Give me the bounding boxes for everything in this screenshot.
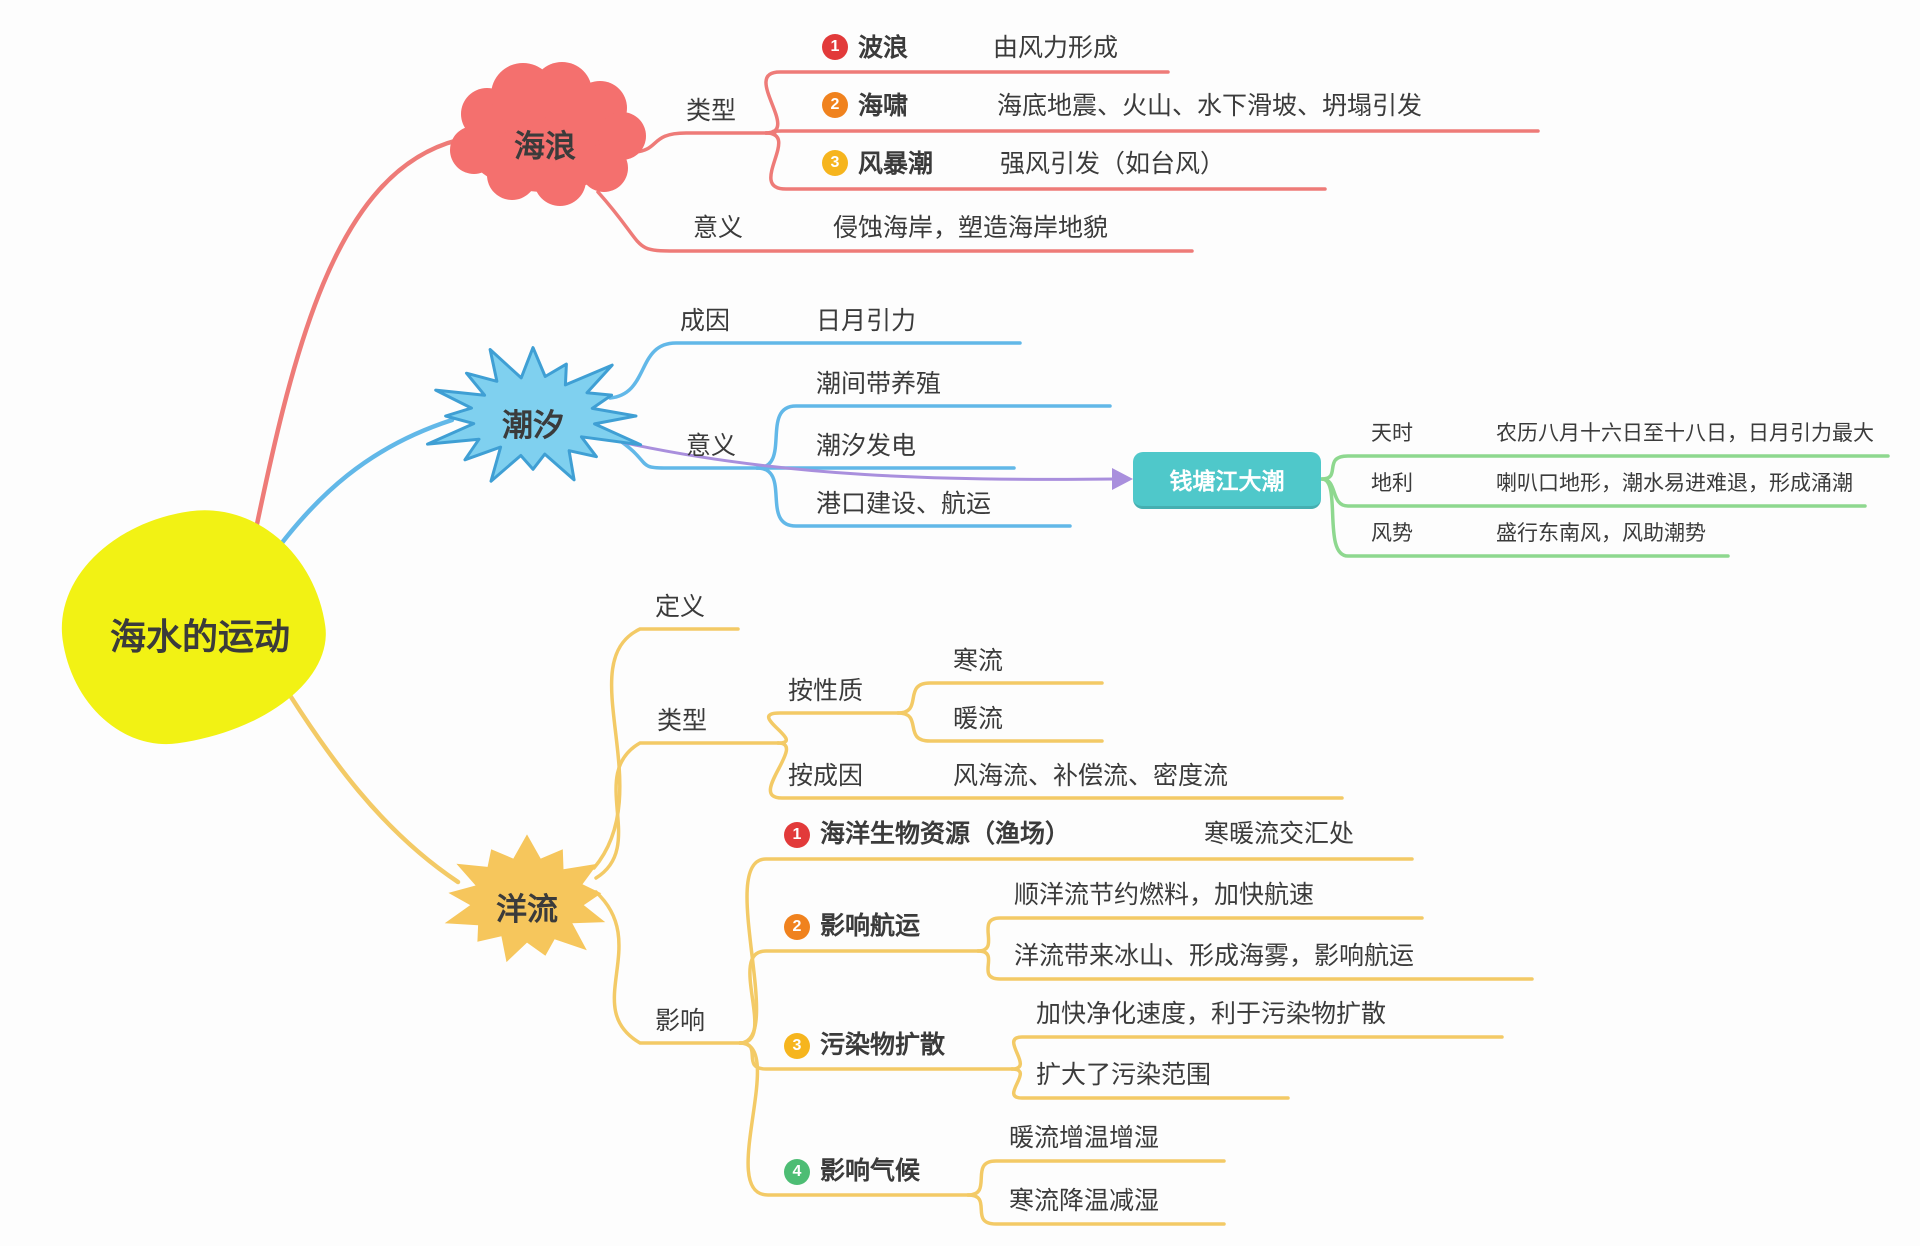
root-topic[interactable]: 海水的运动 xyxy=(109,616,290,657)
label-by-nature[interactable]: 按性质 xyxy=(788,677,864,705)
tide-meaning-1[interactable]: 潮间带养殖 xyxy=(816,370,942,398)
badge-2-icon: 2 xyxy=(784,914,810,940)
topic-currents[interactable]: 洋流 xyxy=(496,892,558,927)
label-by-cause[interactable]: 按成因 xyxy=(788,762,864,790)
influence-4-detail-1[interactable]: 暖流增温增湿 xyxy=(1009,1124,1160,1152)
callout-qiantang-tide[interactable]: 钱塘江大潮 xyxy=(1133,452,1321,509)
badge-3-icon: 3 xyxy=(784,1033,810,1059)
tide-meaning-2[interactable]: 潮汐发电 xyxy=(816,432,917,460)
wave-type-1-desc[interactable]: 由风力形成 xyxy=(993,34,1119,62)
influence-1[interactable]: 海洋生物资源（渔场） xyxy=(820,820,1071,848)
wave-type-2-desc[interactable]: 海底地震、火山、水下滑坡、坍塌引发 xyxy=(997,92,1423,120)
current-cold[interactable]: 寒流 xyxy=(953,647,1004,675)
badge-3-icon: 3 xyxy=(822,150,848,176)
wave-type-3-desc[interactable]: 强风引发（如台风） xyxy=(1000,150,1226,178)
label-wave-meaning[interactable]: 意义 xyxy=(693,214,744,242)
callout-label: 钱塘江大潮 xyxy=(1169,468,1285,494)
current-warm[interactable]: 暖流 xyxy=(953,705,1004,733)
influence-3-detail-1[interactable]: 加快净化速度，利于污染物扩散 xyxy=(1036,1000,1387,1028)
influence-4-detail-2[interactable]: 寒流降温减湿 xyxy=(1009,1187,1160,1215)
factor-2-desc[interactable]: 喇叭口地形，潮水易进难退，形成涌潮 xyxy=(1496,472,1853,495)
influence-3[interactable]: 污染物扩散 xyxy=(820,1031,946,1059)
influence-3-detail-2[interactable]: 扩大了污染范围 xyxy=(1036,1061,1212,1089)
splat-shape[interactable] xyxy=(426,346,643,483)
tide-cause-desc[interactable]: 日月引力 xyxy=(816,307,917,335)
tide-meaning-3[interactable]: 港口建设、航运 xyxy=(816,490,992,518)
wave-meaning-desc[interactable]: 侵蚀海岸，塑造海岸地貌 xyxy=(833,214,1109,242)
wave-type-3[interactable]: 风暴潮 xyxy=(858,150,934,178)
relation-arrow xyxy=(611,438,1133,490)
factor-1-name[interactable]: 天时 xyxy=(1371,422,1413,445)
influence-2[interactable]: 影响航运 xyxy=(820,912,921,940)
cloud-shape[interactable] xyxy=(450,62,646,206)
label-tide-meaning[interactable]: 意义 xyxy=(686,432,737,460)
label-current-types[interactable]: 类型 xyxy=(657,707,708,735)
factor-2-name[interactable]: 地利 xyxy=(1371,472,1413,495)
label-current-influence[interactable]: 影响 xyxy=(655,1007,706,1035)
factor-3-desc[interactable]: 盛行东南风，风助潮势 xyxy=(1496,522,1706,545)
factor-3-name[interactable]: 风势 xyxy=(1371,522,1413,545)
influence-2-detail-2[interactable]: 洋流带来冰山、形成海雾，影响航运 xyxy=(1014,942,1415,970)
badge-2-icon: 2 xyxy=(822,92,848,118)
factor-1-desc[interactable]: 农历八月十六日至十八日，日月引力最大 xyxy=(1496,422,1874,445)
topic-tides[interactable]: 潮汐 xyxy=(502,408,564,443)
topic-sea-waves[interactable]: 海浪 xyxy=(514,129,576,164)
badge-1-icon: 1 xyxy=(784,822,810,848)
label-tide-cause[interactable]: 成因 xyxy=(680,307,731,335)
starburst-shape[interactable] xyxy=(444,834,606,963)
wave-type-2[interactable]: 海啸 xyxy=(858,92,909,120)
label-wave-types[interactable]: 类型 xyxy=(686,97,737,125)
influence-4[interactable]: 影响气候 xyxy=(820,1157,921,1185)
influence-1-desc[interactable]: 寒暖流交汇处 xyxy=(1204,820,1355,848)
by-cause-desc[interactable]: 风海流、补偿流、密度流 xyxy=(953,762,1229,790)
badge-1-icon: 1 xyxy=(822,34,848,60)
influence-2-detail-1[interactable]: 顺洋流节约燃料，加快航速 xyxy=(1014,881,1315,909)
badge-4-icon: 4 xyxy=(784,1159,810,1185)
label-current-definition[interactable]: 定义 xyxy=(655,593,706,621)
wave-type-1[interactable]: 波浪 xyxy=(858,34,909,62)
